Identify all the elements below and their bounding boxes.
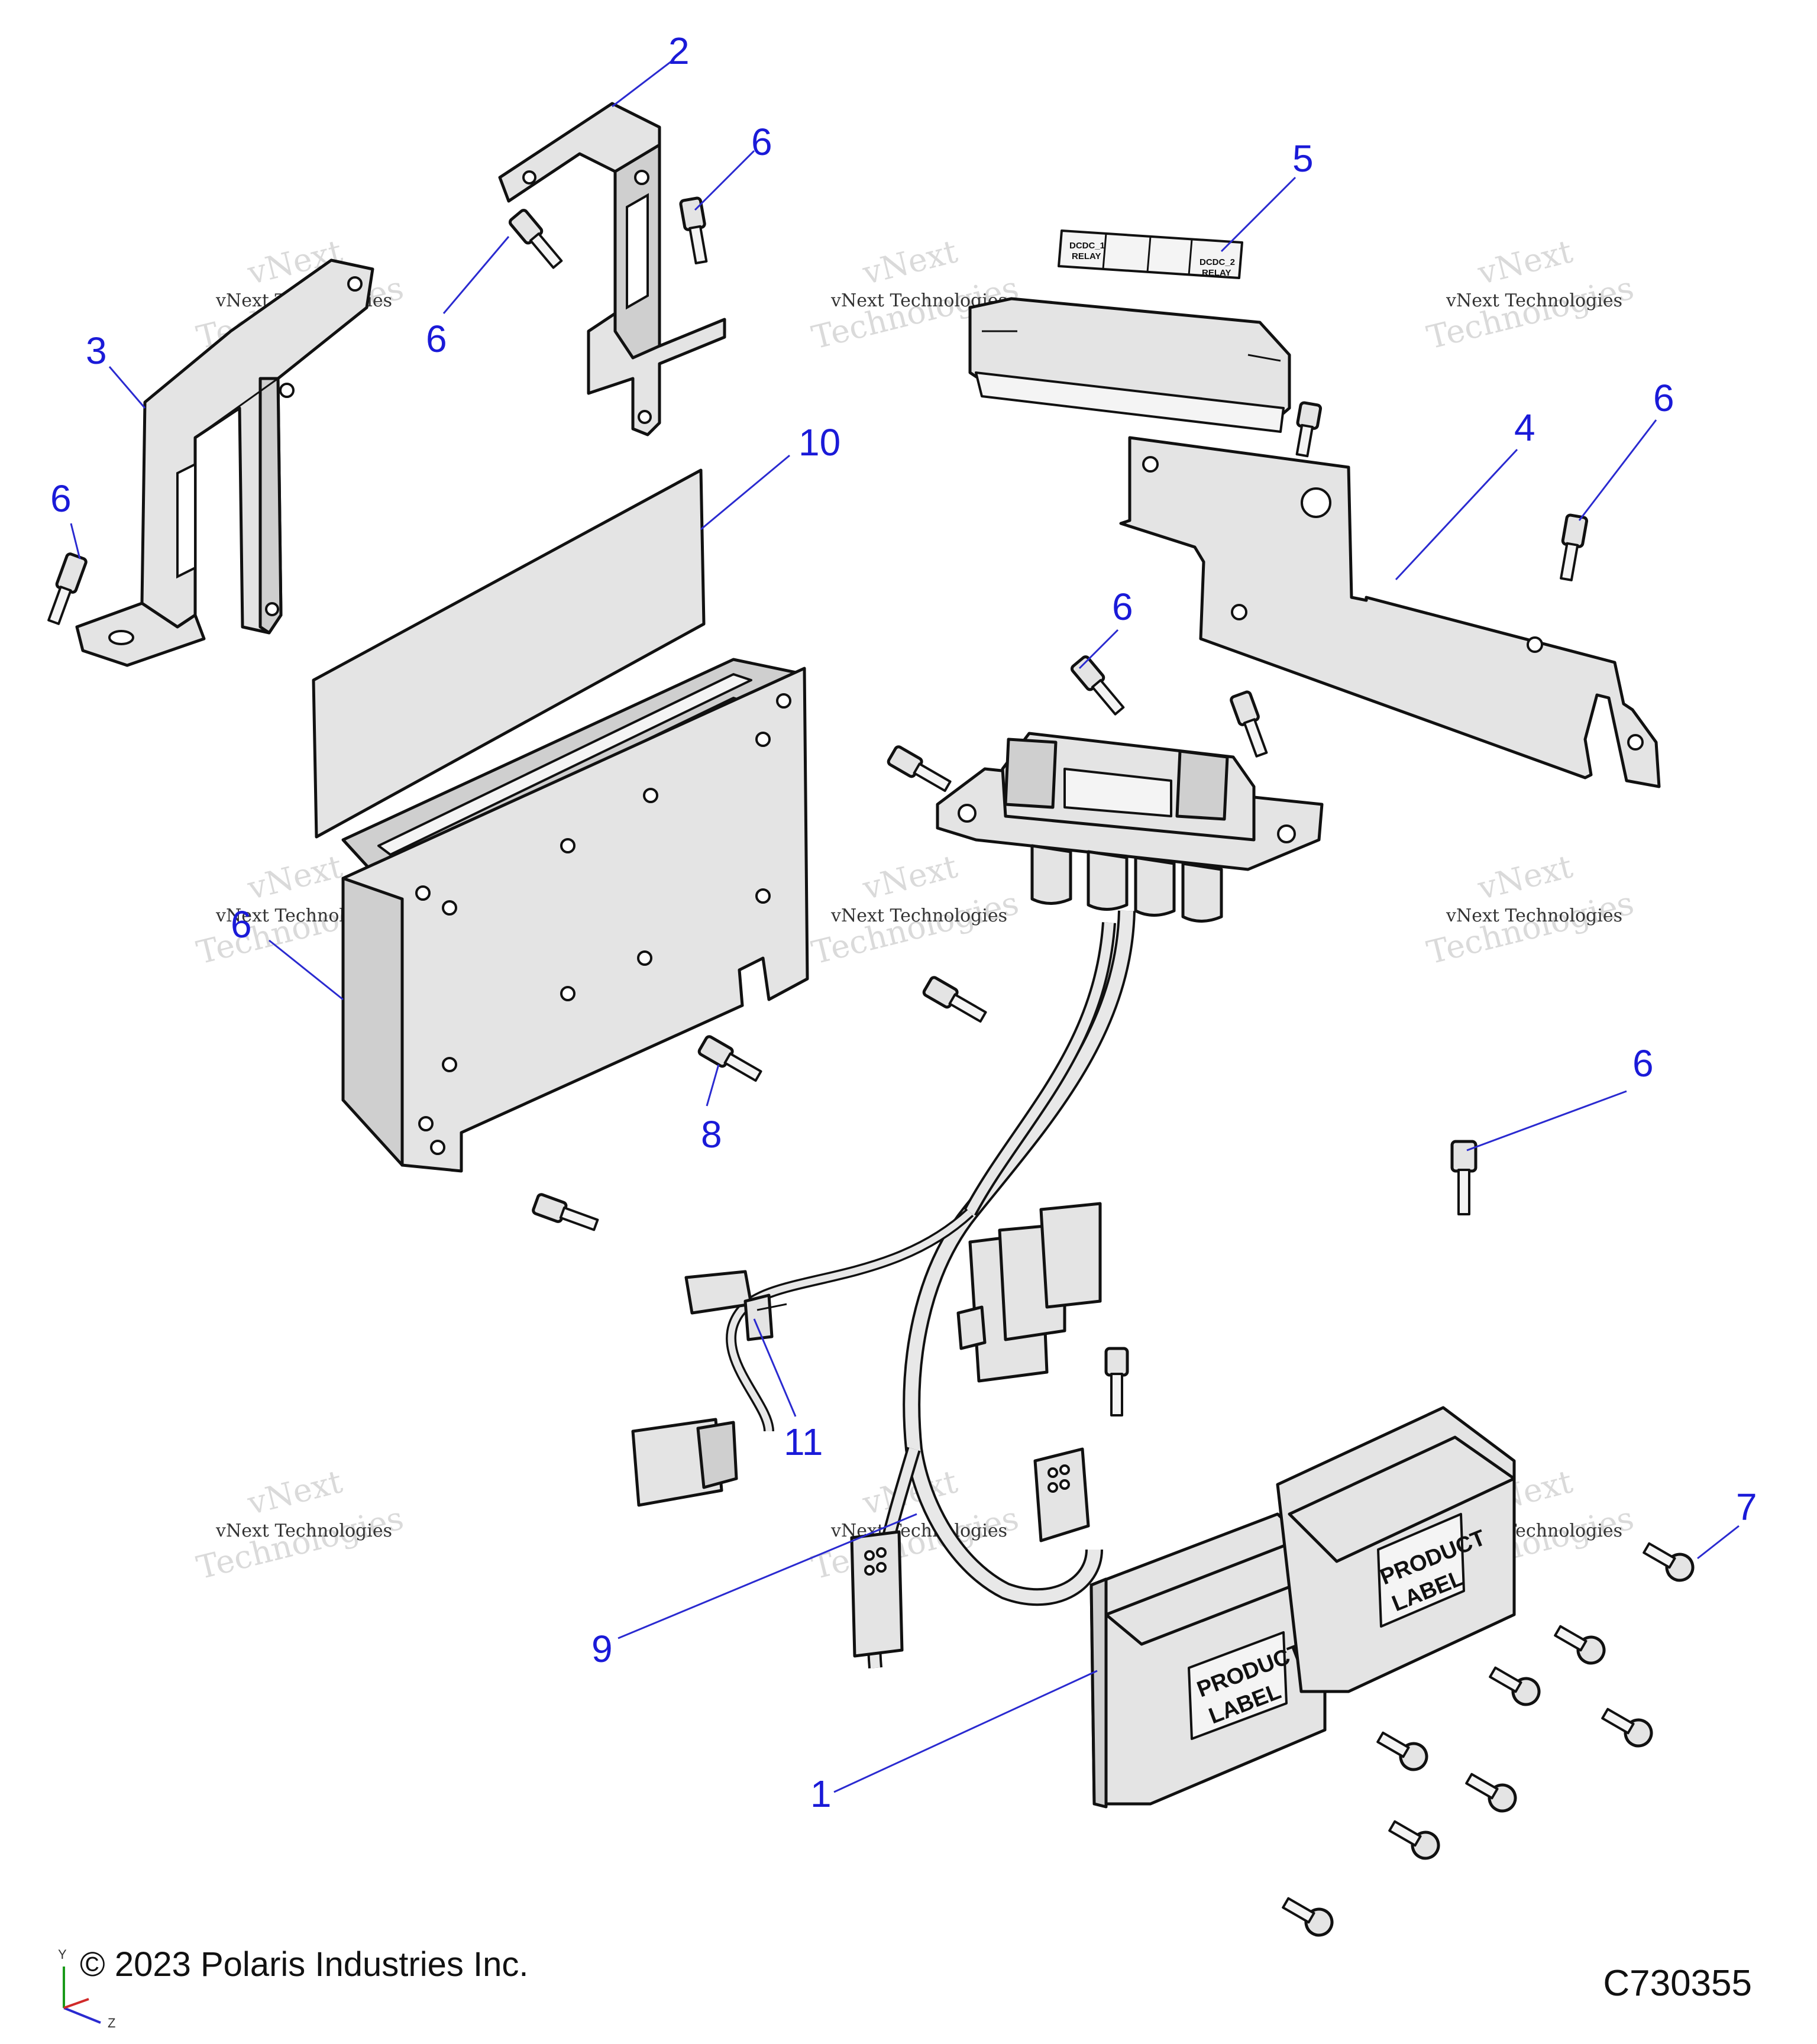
callout-6: 6	[426, 318, 447, 360]
relay-plugs	[1030, 844, 1223, 923]
watermark-large: Technologies	[1423, 269, 1637, 357]
callout-8: 6	[231, 903, 252, 946]
figure-code: C730355	[1603, 1963, 1752, 2004]
watermark-large: Technologies	[808, 884, 1022, 972]
bolts-part-6	[47, 196, 1589, 1416]
watermark-small: vNext	[1474, 232, 1577, 292]
axis-y-label: Y	[58, 1947, 67, 1962]
callout-1: 1	[810, 1773, 832, 1815]
screws-part-7	[1282, 1542, 1695, 1937]
callout-6: 8	[701, 1113, 722, 1156]
bracket-part-3	[75, 258, 374, 667]
relay-box	[936, 732, 1324, 923]
callout-6: 6	[1632, 1042, 1654, 1085]
connector-pins	[864, 1464, 1070, 1576]
watermark: Technologies vNext vNext Technologies	[1423, 232, 1637, 356]
watermark-caption: vNext Technologies	[1446, 290, 1622, 311]
relay-label-2-line1: DCDC_2	[1200, 257, 1235, 267]
callout-2: 2	[668, 30, 690, 72]
mounting-holes	[415, 693, 791, 1155]
copyright-notice: © 2023 Polaris Industries Inc.	[80, 1945, 529, 1984]
axis-indicator: Y Z	[58, 1947, 115, 2030]
callout-6: 6	[1653, 377, 1674, 419]
callout-6: 6	[1112, 586, 1133, 628]
watermark-caption: vNext Technologies	[215, 1521, 392, 1541]
watermark-small: vNext	[244, 848, 347, 907]
relay-label-2-line2: RELAY	[1202, 268, 1231, 278]
watermark-small: vNext	[1474, 848, 1577, 907]
watermark-small: vNext	[859, 848, 962, 907]
axis-z-label: Z	[108, 2016, 115, 2030]
callout-4: 4	[1514, 406, 1535, 449]
bracket-part-4	[1119, 436, 1661, 788]
wiring-harness-part-9	[631, 910, 1136, 1668]
watermark: Technologies vNext vNext Technologies	[808, 848, 1022, 971]
callout-9: 9	[591, 1628, 613, 1670]
relay-label-1-line1: DCDC_1	[1069, 241, 1105, 251]
callout-7: 7	[1736, 1486, 1757, 1528]
relay-cover-part-5: DCDC_1 RELAY DCDC_2 RELAY	[968, 229, 1291, 433]
callout-numbers: 2 6 6 5 3 10 4 6 6 6 8 6 6 11 7 9 1	[50, 30, 1757, 1815]
watermark-caption: vNext Technologies	[830, 905, 1007, 926]
dcdc-converter-part-8	[341, 658, 809, 1173]
callout-5: 5	[1292, 137, 1314, 180]
control-module-part-1b: PRODUCT LABEL	[1276, 1406, 1516, 1693]
callout-10: 10	[798, 421, 840, 464]
callout-6: 6	[50, 477, 72, 520]
bracket-part-2	[498, 102, 726, 436]
watermark-small: vNext	[244, 1463, 347, 1522]
thermal-pad-part-10	[312, 468, 706, 839]
callout-11: 11	[784, 1421, 823, 1463]
callout-6: 6	[751, 121, 772, 163]
control-module-part-1: PRODUCT LABEL	[1089, 1512, 1327, 1809]
watermark-caption: vNext Technologies	[1446, 905, 1622, 926]
watermark: Technologies vNext vNext Technologies	[1423, 848, 1637, 971]
watermark: Technologies vNext vNext Technologies	[193, 1463, 407, 1586]
watermark-small: vNext	[859, 232, 962, 292]
relay-label-1-line2: RELAY	[1072, 251, 1101, 261]
leader-lines	[70, 58, 1740, 1793]
watermark-large: Technologies	[193, 1499, 407, 1587]
ground-stud-part-11	[684, 1270, 787, 1341]
watermark-large: Technologies	[1423, 884, 1637, 972]
callout-3: 3	[86, 329, 107, 372]
